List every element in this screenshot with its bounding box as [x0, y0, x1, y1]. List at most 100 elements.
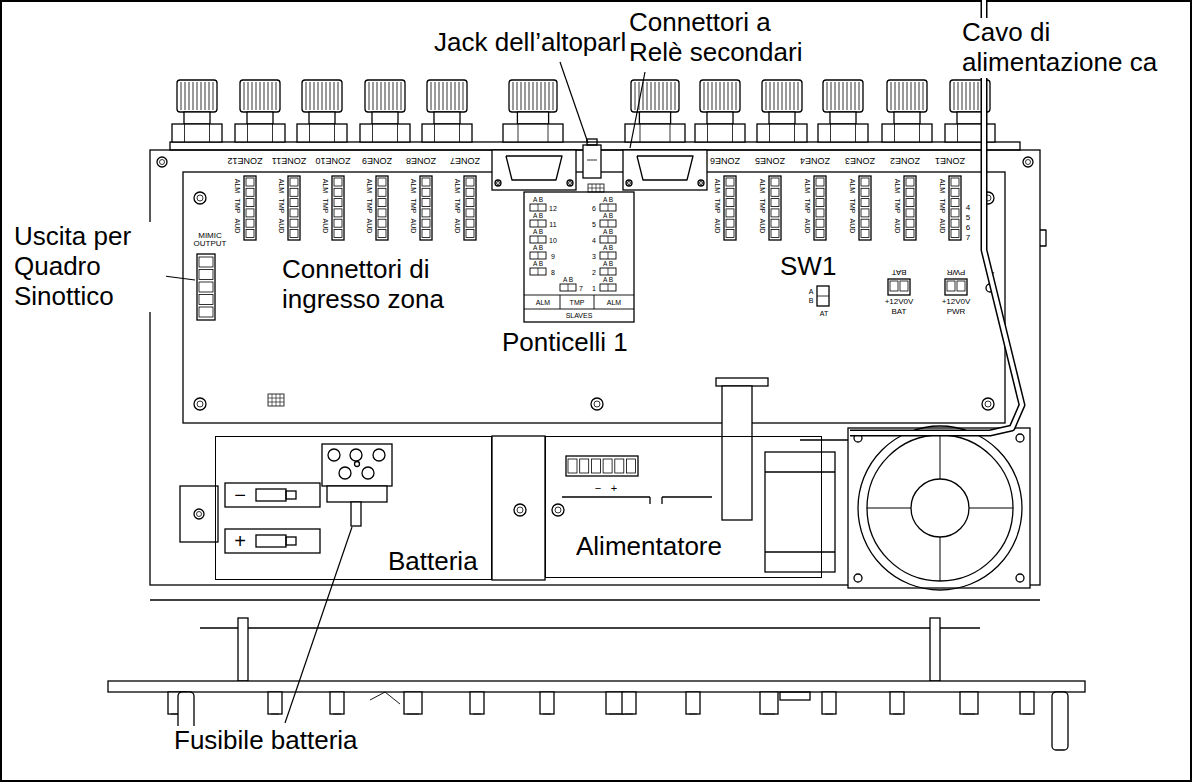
fuse-holder [355, 462, 360, 467]
gland-knurl [306, 82, 307, 110]
fan-frame [848, 428, 1030, 588]
gland-knurl [401, 82, 402, 110]
psu-line [800, 439, 848, 440]
panel-button [825, 714, 833, 715]
panel-button [890, 692, 904, 714]
front-post [1052, 692, 1068, 750]
psu-line [649, 497, 650, 504]
terminal-signal: TMP [849, 199, 856, 214]
gland-nut [957, 124, 958, 142]
terminal-number: 5 [966, 214, 970, 222]
terminal-screw [466, 188, 474, 196]
gland-knurl [766, 82, 767, 110]
gland-neck [517, 112, 548, 124]
terminal-screw [726, 199, 734, 207]
panel-button [689, 714, 697, 715]
terminal-screw [246, 199, 254, 207]
gland-nut [334, 124, 335, 142]
jumper [530, 204, 546, 211]
gland-neck [247, 112, 273, 124]
gland-knurl [978, 82, 979, 110]
gland-knurl [326, 82, 327, 110]
jumper-label: A B [533, 213, 543, 220]
jumper-field [524, 192, 634, 322]
gland-knurl [397, 82, 398, 110]
gland-nut [818, 124, 868, 142]
terminal-signal: ALM [322, 179, 329, 193]
gland-knurl [393, 82, 394, 110]
power-label: +12V0V [942, 298, 971, 306]
jumper-field [524, 295, 634, 296]
cable-gland [509, 80, 557, 112]
terminal-screw [199, 257, 213, 267]
gland-knurl [260, 82, 261, 110]
db-connector [506, 156, 562, 180]
screw [591, 398, 603, 410]
jumper-group: SLAVES [566, 312, 593, 319]
terminal-screw [199, 270, 213, 280]
panel-button [960, 692, 978, 714]
gland-neck [434, 112, 460, 124]
terminal-screw [726, 178, 734, 186]
gland-knurl [322, 82, 323, 110]
terminal-screw [580, 459, 589, 473]
gland-nut [732, 124, 733, 142]
gland-nut [360, 124, 410, 142]
terminal-signal: TMP [454, 199, 461, 214]
terminal-block [949, 176, 961, 240]
jumper-label: 9 [551, 252, 555, 259]
jumper-field [524, 309, 634, 310]
terminal-screw [466, 178, 474, 186]
terminal-screw [816, 178, 824, 186]
terminal-number: 7 [966, 234, 970, 242]
terminal-screw [726, 209, 734, 217]
screw [854, 574, 862, 582]
terminal-screw [951, 230, 959, 238]
terminal-screw [246, 219, 254, 227]
terminal-screw [816, 199, 824, 207]
jumper-label: 1 [592, 284, 596, 291]
screw [197, 195, 203, 201]
jumper [600, 252, 616, 259]
terminal-block [197, 254, 215, 320]
screw [1026, 160, 1031, 165]
jumper [538, 268, 539, 275]
terminal-screw [726, 230, 734, 238]
jumper-label: A B [603, 261, 613, 268]
gland-knurl [193, 82, 194, 110]
terminal-screw [816, 209, 824, 217]
gland-nut [882, 124, 932, 142]
gland-neck [639, 112, 670, 124]
jumper [530, 236, 546, 243]
terminal-block [376, 176, 388, 240]
speaker-jack [587, 160, 597, 161]
panel-wire [370, 692, 400, 704]
speaker-jack [583, 145, 601, 178]
gland-knurl [659, 82, 660, 110]
gland-knurl [521, 82, 522, 110]
gland-knurl [635, 82, 636, 110]
terminal-signal: AUD [366, 219, 373, 234]
panel-button [473, 714, 481, 715]
battery-terminal [256, 535, 286, 547]
jumper-label: A B [603, 277, 613, 284]
panel-button [963, 714, 975, 715]
connector-label: MIMIC OUTPUT [188, 232, 232, 248]
gland-knurl [248, 82, 249, 110]
gland-knurl [431, 82, 432, 110]
screw [517, 507, 523, 513]
component-label: Alimentatore [576, 532, 722, 562]
gland-knurl [537, 82, 538, 110]
gland-knurl [525, 82, 526, 110]
gland-knurl [310, 82, 311, 110]
gland-nut [434, 124, 435, 142]
jumper [600, 284, 616, 291]
terminal-screw [378, 199, 386, 207]
gland-nut [397, 124, 398, 142]
terminal-screw [334, 188, 342, 196]
fuse-holder [373, 449, 385, 461]
terminal-screw [906, 178, 914, 186]
gland-knurl [455, 82, 456, 110]
battery-terminal [225, 529, 320, 553]
